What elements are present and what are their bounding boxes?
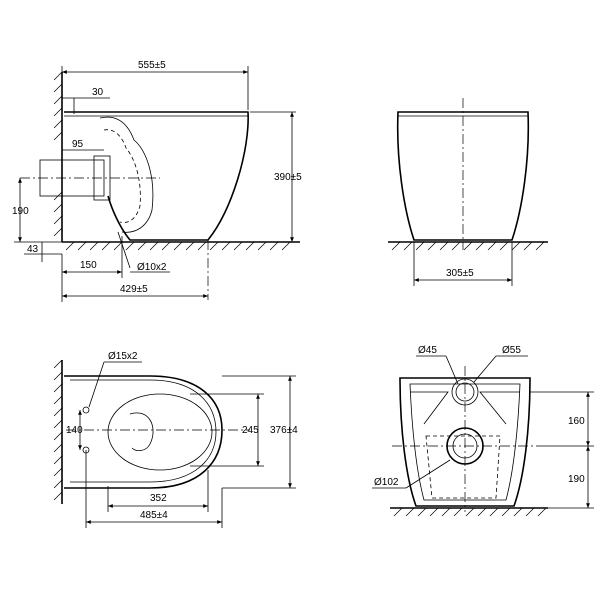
top-wall-hatching [53,359,63,501]
inlet-small-label: Ø45 [418,345,437,356]
holes-label: Ø15x2 [108,351,138,362]
top-view: Ø15x2 140 245 376±4 352 485±4 [53,351,298,528]
fixing-hole-top [82,406,90,414]
wall-hatching [53,71,63,237]
front-floor-hatching [391,241,545,251]
lower-height-label: 190 [568,474,585,485]
base-length-label: 429±5 [120,284,148,295]
wall-offset-label: 30 [92,87,104,98]
floor-hatching [65,241,291,251]
rear-floor-hatching [393,507,547,517]
front-width-label: 305±5 [446,268,474,279]
bowl-opening [107,393,213,471]
toilet-body-front [396,111,530,241]
overall-length-label: 555±5 [138,60,166,71]
seat-width-label: 245 [242,425,259,436]
bolt-holes-label: Ø10x2 [137,262,167,273]
pipe-height-label: 190 [12,206,29,217]
length-label: 485±4 [140,510,168,521]
hole-spacing-label: 140 [66,425,83,436]
front-view: 305±5 [388,98,548,286]
height-label: 390±5 [274,172,302,183]
rear-inner-frame [409,383,521,501]
overall-width-label: 376±4 [270,425,298,436]
trap-inner [103,129,141,223]
bowl-drain [129,412,154,452]
upper-height-label: 160 [568,416,585,427]
inlet-large-label: Ø55 [502,345,521,356]
toilet-body-rear [399,377,531,507]
rear-hidden-cavity [425,435,501,499]
trap-outer [99,116,154,233]
side-view: 555±5 30 95 190 43 150 Ø10x2 429±5 390±5 [12,60,302,302]
inlet-inner [455,382,475,402]
pipe-top-label: 95 [72,139,84,150]
floor-offset-label: 43 [27,244,39,255]
toilet-body-top [64,375,223,489]
outlet-distance-label: 150 [80,260,97,271]
toilet-seat-rim [70,379,217,483]
bowl-length-label: 352 [150,493,167,504]
toilet-body-side [64,111,249,241]
outlet-label: Ø102 [374,477,399,488]
rear-view: Ø45 Ø55 160 190 Ø102 [372,345,594,517]
